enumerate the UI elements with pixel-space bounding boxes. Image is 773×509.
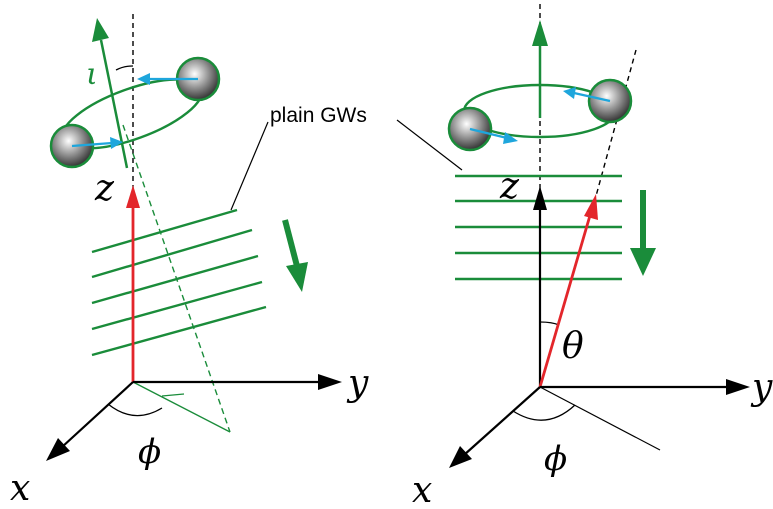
- left-velocity-arrowhead-top: [137, 73, 150, 85]
- right-y-label: y: [750, 367, 773, 408]
- left-velocity-arrowhead-bottom: [110, 137, 123, 149]
- right-position-vector: [538, 211, 593, 388]
- right-projection-line: [539, 386, 661, 451]
- left-z-label: z: [94, 168, 115, 209]
- right-z-axis-arrowhead: [533, 186, 547, 210]
- right-phi-arc: [512, 404, 576, 421]
- left-position-vector-arrowhead: [126, 185, 140, 208]
- left-x-axis-arrowhead: [46, 438, 70, 461]
- left-projection-line: [132, 381, 231, 433]
- left-phi-arc: [107, 403, 163, 417]
- left-iota-label: ι: [86, 57, 98, 92]
- left-propagation-arrowhead: [286, 262, 308, 292]
- left-orbital-axis-arrowhead: [92, 18, 109, 42]
- annotation-leader-right: [396, 119, 463, 171]
- left-y-axis-arrowhead: [318, 374, 342, 390]
- right-theta-arc: [539, 321, 560, 326]
- right-x-axis-arrowhead: [449, 446, 472, 468]
- left-velocity-arrow-bottom: [71, 141, 113, 148]
- right-x-axis: [463, 386, 541, 456]
- left-panel: z ι y x ϕ: [10, 14, 369, 509]
- right-x-label: x: [412, 470, 432, 509]
- left-gw-wavefronts: [91, 208, 267, 357]
- left-phi-label: ϕ: [138, 432, 161, 472]
- left-x-axis: [61, 381, 134, 448]
- right-theta-label: θ: [562, 326, 584, 367]
- left-projection-line: [161, 393, 185, 397]
- right-phi-label: ϕ: [544, 439, 567, 479]
- right-propagation-arrowhead: [630, 248, 656, 276]
- right-velocity-arrowhead-top: [563, 87, 576, 99]
- right-panel: z θ y x ϕ: [412, 4, 773, 509]
- right-position-vector-arrowhead: [584, 194, 598, 220]
- left-y-label: y: [346, 363, 369, 404]
- right-line-of-sight: [595, 49, 637, 197]
- right-z-label: z: [499, 166, 520, 207]
- left-orbital-axis: [99, 39, 129, 169]
- right-velocity-arrow-top: [573, 91, 611, 103]
- right-y-axis-arrowhead: [726, 379, 750, 395]
- left-x-label: x: [10, 468, 30, 509]
- annotation-leader-left: [230, 121, 269, 211]
- plain-gws-label: plain GWs: [270, 104, 367, 127]
- right-velocity-arrow-bottom: [469, 127, 508, 140]
- right-velocity-arrowhead-bottom: [503, 132, 518, 144]
- plain-gws-annotation: plain GWs: [230, 104, 463, 211]
- left-iota-arc: [115, 65, 134, 71]
- right-orbital-axis-arrowhead: [532, 20, 548, 46]
- left-propagation-arrow: [282, 219, 301, 271]
